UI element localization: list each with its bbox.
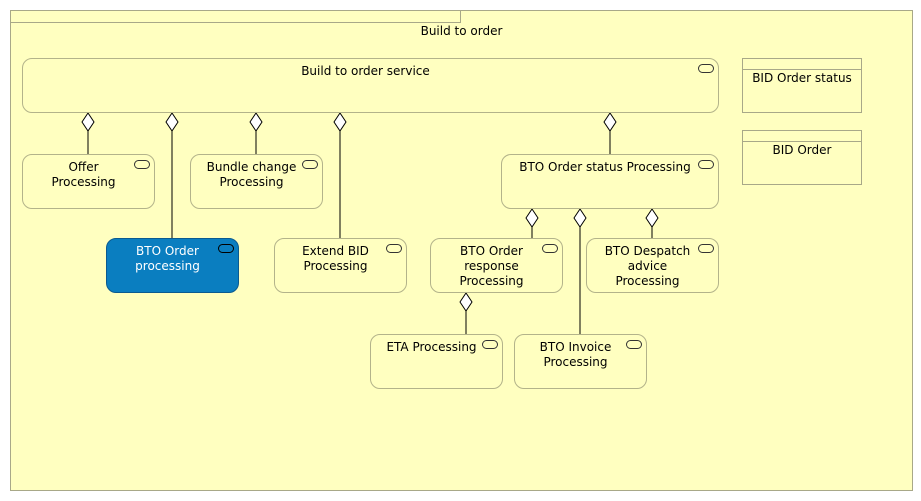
bto-order-response-processing[interactable]: BTO Order response Processing xyxy=(430,238,563,293)
service-label: Build to order service xyxy=(301,64,430,78)
object-label: BID Order xyxy=(772,143,832,157)
service-pill-icon xyxy=(698,160,714,169)
extend-bid-processing[interactable]: Extend BID Processing xyxy=(274,238,407,293)
service-label: ETA Processing xyxy=(386,340,477,354)
service-label: BTO Order status Processing xyxy=(519,160,691,174)
service-pill-icon xyxy=(698,244,714,253)
offer-processing[interactable]: Offer Processing xyxy=(22,154,155,209)
service-pill-icon xyxy=(482,340,498,349)
service-pill-icon xyxy=(218,244,234,253)
service-label: BTO Despatch advice Processing xyxy=(604,244,691,288)
bid-order-status-object[interactable]: BID Order status xyxy=(742,58,862,113)
service-label: BTO Invoice Processing xyxy=(539,340,612,369)
service-pill-icon xyxy=(134,160,150,169)
group-title: Build to order xyxy=(420,24,503,38)
service-pill-icon xyxy=(386,244,402,253)
bto-invoice-processing[interactable]: BTO Invoice Processing xyxy=(514,334,647,389)
build-to-order-service[interactable]: Build to order service xyxy=(22,58,719,113)
object-header-bar xyxy=(743,131,861,142)
bto-order-status-processing[interactable]: BTO Order status Processing xyxy=(501,154,719,209)
bundle-change-processing[interactable]: Bundle change Processing xyxy=(190,154,323,209)
service-pill-icon xyxy=(626,340,642,349)
bid-order-object[interactable]: BID Order xyxy=(742,130,862,185)
service-label: BTO Order response Processing xyxy=(459,244,524,288)
service-pill-icon xyxy=(698,64,714,73)
service-pill-icon xyxy=(542,244,558,253)
service-label: BTO Order processing xyxy=(135,244,200,273)
service-label: Bundle change Processing xyxy=(206,160,297,189)
bto-order-processing[interactable]: BTO Order processing xyxy=(106,238,239,293)
group-tab xyxy=(10,10,461,23)
eta-processing[interactable]: ETA Processing xyxy=(370,334,503,389)
service-label: Offer Processing xyxy=(51,160,116,189)
object-header-bar xyxy=(743,59,861,70)
service-pill-icon xyxy=(302,160,318,169)
object-label: BID Order status xyxy=(752,71,852,85)
service-label: Extend BID Processing xyxy=(302,244,369,273)
bto-despatch-advice-processing[interactable]: BTO Despatch advice Processing xyxy=(586,238,719,293)
